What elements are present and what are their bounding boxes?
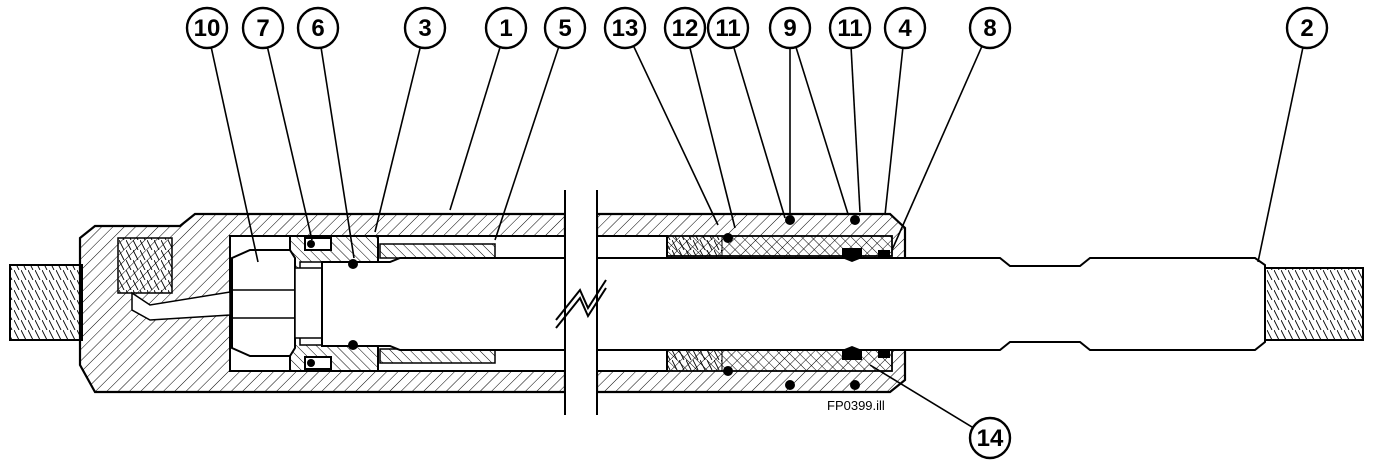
callout-number-12: 12 bbox=[672, 15, 699, 42]
o-ring-piston-top bbox=[348, 259, 358, 269]
o-ring-13-bottom bbox=[723, 366, 733, 376]
leader-line-1 bbox=[449, 46, 501, 211]
callout-circle-7 bbox=[241, 6, 285, 50]
callout-circle-14 bbox=[968, 416, 1012, 460]
leader-line-12 bbox=[689, 47, 736, 229]
file-reference-label: FP0399.ill bbox=[827, 398, 885, 413]
right-threaded-stud bbox=[1264, 267, 1364, 341]
callout-number-3: 3 bbox=[418, 15, 431, 42]
callout-circle-3 bbox=[403, 6, 447, 50]
callout-circle-6 bbox=[296, 6, 340, 50]
hex-nut bbox=[231, 249, 326, 357]
callout-circle-11 bbox=[706, 6, 750, 50]
o-ring-9-b bbox=[850, 215, 860, 225]
callout-number-11: 11 bbox=[715, 15, 740, 42]
callout-number-13: 13 bbox=[612, 15, 639, 42]
leader-line-14 bbox=[869, 364, 974, 429]
callout-number-6: 6 bbox=[311, 15, 324, 42]
leader-line-11 bbox=[732, 46, 786, 219]
leader-line-4 bbox=[884, 47, 904, 216]
o-ring-9-d bbox=[850, 380, 860, 390]
callout-number-10: 10 bbox=[194, 15, 221, 42]
callout-number-1: 1 bbox=[499, 15, 512, 42]
callout-number-8: 8 bbox=[983, 15, 996, 42]
rod-seal-bottom bbox=[842, 346, 862, 360]
left-threaded-stud bbox=[9, 264, 83, 341]
callout-circle-10 bbox=[185, 6, 229, 50]
leader-line-13 bbox=[632, 45, 719, 226]
callout-circle-5 bbox=[543, 6, 587, 50]
callout-circle-4 bbox=[883, 6, 927, 50]
spacer-sleeves bbox=[379, 243, 496, 364]
o-ring-9-a bbox=[785, 215, 795, 225]
wiper-bottom bbox=[878, 349, 890, 358]
leader-line-8 bbox=[891, 45, 983, 251]
callout-number-4: 4 bbox=[898, 15, 912, 42]
rod-seal-top bbox=[842, 248, 862, 262]
callout-number-2: 2 bbox=[1300, 15, 1313, 42]
callout-group: 10 7 6 3 1 5 13 12 11 9 11 4 8 2 14 bbox=[185, 6, 1329, 460]
leader-line-5 bbox=[494, 46, 560, 241]
leader-line-7 bbox=[266, 47, 313, 241]
leader-line-11 bbox=[850, 47, 861, 213]
callout-circle-2 bbox=[1285, 6, 1329, 50]
o-ring-piston-bottom bbox=[348, 340, 358, 350]
o-ring-13-top bbox=[723, 233, 733, 243]
callout-circle-13 bbox=[603, 6, 647, 50]
wiper-top bbox=[878, 250, 890, 259]
leader-line-9-b bbox=[795, 46, 849, 215]
callout-number-14: 14 bbox=[977, 425, 1004, 452]
leader-line-2 bbox=[1257, 47, 1304, 263]
callout-circle-12 bbox=[663, 6, 707, 50]
callout-circle-11 bbox=[828, 6, 872, 50]
callout-number-7: 7 bbox=[256, 15, 269, 42]
o-ring-9-c bbox=[785, 380, 795, 390]
callout-circle-1 bbox=[484, 6, 528, 50]
callout-circle-8 bbox=[968, 6, 1012, 50]
piston-rod bbox=[321, 257, 1266, 351]
seals bbox=[304, 215, 890, 390]
leader-line-10 bbox=[210, 47, 259, 263]
callout-number-5: 5 bbox=[558, 15, 571, 42]
callout-number-11: 11 bbox=[837, 15, 862, 42]
gland-nut bbox=[666, 235, 893, 372]
leader-line-6 bbox=[320, 47, 355, 259]
callout-number-9: 9 bbox=[783, 15, 796, 42]
break-lines bbox=[555, 190, 607, 415]
leader-line-group bbox=[210, 45, 1304, 429]
leader-line-3 bbox=[374, 47, 422, 233]
